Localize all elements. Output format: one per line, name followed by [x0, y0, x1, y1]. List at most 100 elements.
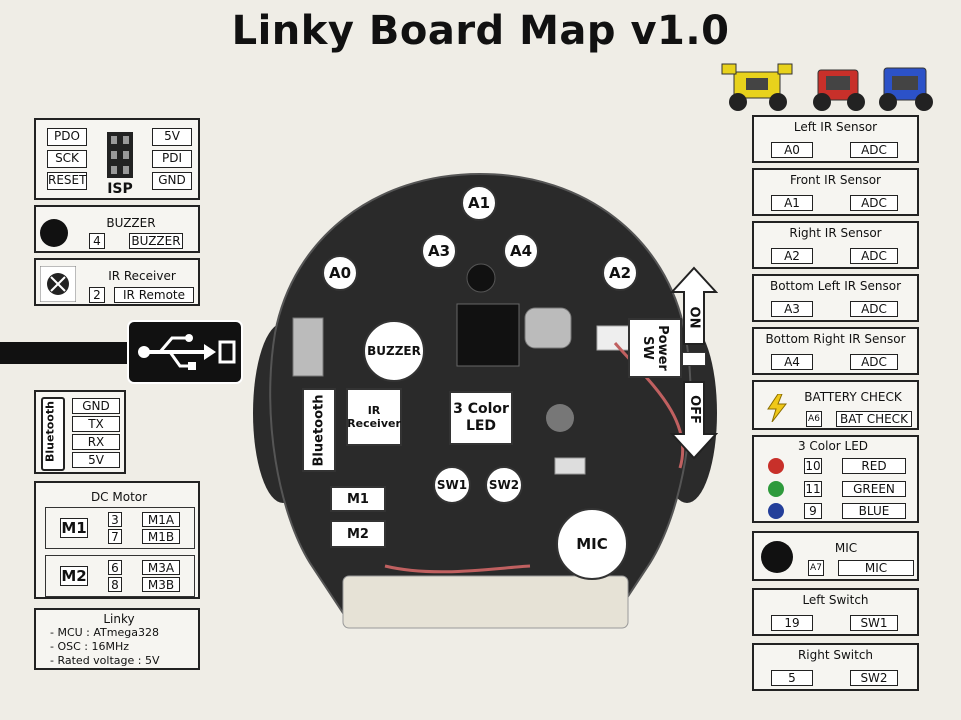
- left-switch-pin: 19: [771, 615, 813, 631]
- board-bluetooth-box: Bluetooth: [302, 388, 336, 472]
- board-buzzer-label: BUZZER: [363, 320, 425, 382]
- board-a1-label: A1: [461, 185, 497, 221]
- crystal: [525, 308, 571, 348]
- buzzer-title: BUZZER: [91, 216, 171, 230]
- battery-pack: [343, 576, 628, 628]
- board-sw2-label: SW2: [485, 466, 523, 504]
- board-mic-label: MIC: [556, 508, 628, 580]
- bluetooth-panel: Bluetooth GND TX RX 5V: [34, 390, 126, 474]
- buzzer-name: BUZZER: [129, 233, 183, 249]
- isp-pin-pdi: PDI: [152, 150, 192, 168]
- board-a3-label: A3: [421, 233, 457, 269]
- sensor-panel-left-ir: Left IR Sensor A0 ADC: [752, 115, 919, 163]
- linky-osc: - OSC : 16MHz: [50, 640, 129, 654]
- motor2-label-a: M3A: [142, 560, 180, 575]
- isp-pin-sck: SCK: [47, 150, 87, 168]
- motor1-pin-b: 7: [108, 529, 122, 544]
- sensor-pin-bottom-right-ir: A4: [771, 354, 813, 370]
- linky-title: Linky: [69, 612, 169, 626]
- isp-pin-gnd: GND: [152, 172, 192, 190]
- sensor-pin-right-ir: A2: [771, 248, 813, 264]
- sensor-title-front-ir: Front IR Sensor: [754, 173, 917, 187]
- right-switch-name: SW2: [850, 670, 898, 686]
- right-switch-pin: 5: [771, 670, 813, 686]
- battery-pin: A6: [806, 411, 822, 427]
- board-m1-label: M1: [330, 486, 386, 512]
- isp-pin-pdo: PDO: [47, 128, 87, 146]
- board-a4-label: A4: [503, 233, 539, 269]
- linky-voltage: - Rated voltage : 5V: [50, 654, 160, 668]
- robot-images: [716, 58, 936, 114]
- motor2-pin-a: 6: [108, 560, 122, 575]
- motor1-group: M1 3 7 M1A M1B: [45, 507, 195, 549]
- sensor-type-right-ir: ADC: [850, 248, 898, 264]
- micro-usb-port: [293, 318, 323, 376]
- blue-robot-icon: [879, 68, 933, 111]
- sensor-panel-front-ir: Front IR Sensor A1 ADC: [752, 168, 919, 216]
- isp-pin-5v: 5V: [152, 128, 192, 146]
- power-connector: [597, 326, 629, 350]
- bluetooth-panel-label: Bluetooth: [44, 398, 57, 466]
- motor2-name: M2: [60, 566, 88, 586]
- off-label: OFF: [687, 395, 702, 424]
- sensor-panel-right-ir: Right IR Sensor A2 ADC: [752, 221, 919, 269]
- red-led-icon: [768, 458, 784, 474]
- right-switch-title: Right Switch: [754, 648, 917, 662]
- sensor-type-bottom-left-ir: ADC: [850, 301, 898, 317]
- sensor-pin-left-ir: A0: [771, 142, 813, 158]
- led-name-blue: BLUE: [842, 503, 906, 519]
- motor1-pin-a: 3: [108, 512, 122, 527]
- off-label-box: OFF: [674, 384, 714, 434]
- buzzer-pin: 4: [89, 233, 105, 249]
- mic-pin: A7: [808, 560, 824, 576]
- on-label-box: ON: [674, 292, 714, 342]
- sensor-title-bottom-left-ir: Bottom Left IR Sensor: [754, 279, 917, 293]
- ir-receiver-panel: IR Receiver 2 IR Remote: [34, 258, 200, 306]
- led-panel: 3 Color LED 10 RED 11 GREEN 9 BLUE: [752, 435, 919, 523]
- led-name-red: RED: [842, 458, 906, 474]
- motor1-name: M1: [60, 518, 88, 538]
- motor1-label-b: M1B: [142, 529, 180, 544]
- red-robot-icon: [813, 70, 865, 111]
- isp-pin-reset: RESET: [47, 172, 87, 190]
- mic-title: MIC: [822, 541, 870, 555]
- lightning-icon: [766, 394, 788, 422]
- blue-led-icon: [768, 503, 784, 519]
- ir-receiver-title: IR Receiver: [92, 269, 192, 283]
- motor2-group: M2 6 8 M3A M3B: [45, 555, 195, 597]
- board-sw1-label: SW1: [433, 466, 471, 504]
- sensor-title-right-ir: Right IR Sensor: [754, 226, 917, 240]
- bluetooth-pin-tx: TX: [72, 416, 120, 432]
- board-bluetooth-label: Bluetooth: [312, 394, 327, 466]
- sensor-pin-bottom-left-ir: A3: [771, 301, 813, 317]
- led-pin-red: 10: [804, 458, 822, 474]
- left-switch-name: SW1: [850, 615, 898, 631]
- motor2-label-b: M3B: [142, 577, 180, 592]
- on-label: ON: [687, 306, 702, 328]
- left-switch-title: Left Switch: [754, 593, 917, 607]
- isp-label: ISP: [102, 181, 138, 197]
- screw: [467, 264, 495, 292]
- led-name-green: GREEN: [842, 481, 906, 497]
- board-ir-receiver-label: IR Receiver: [346, 388, 402, 446]
- led-pin-blue: 9: [804, 503, 822, 519]
- sensor-panel-bottom-left-ir: Bottom Left IR Sensor A3 ADC: [752, 274, 919, 322]
- isp-header-icon: [107, 132, 133, 178]
- mic-name: MIC: [838, 560, 914, 576]
- power-switch-knob: [682, 352, 706, 366]
- board-led-label: 3 Color LED: [449, 391, 513, 445]
- page-title: Linky Board Map v1.0: [0, 8, 961, 54]
- led-pin-green: 11: [804, 481, 822, 497]
- sensor-pin-front-ir: A1: [771, 195, 813, 211]
- sensor-panel-bottom-right-ir: Bottom Right IR Sensor A4 ADC: [752, 327, 919, 375]
- ir-receiver-icon: [40, 266, 76, 302]
- left-switch-panel: Left Switch 19 SW1: [752, 588, 919, 636]
- bluetooth-pin-5v: 5V: [72, 452, 120, 468]
- sensor-type-front-ir: ADC: [850, 195, 898, 211]
- linky-info-panel: Linky - MCU : ATmega328 - OSC : 16MHz - …: [34, 608, 200, 670]
- mcu-chip: [457, 304, 519, 366]
- right-switch-panel: Right Switch 5 SW2: [752, 643, 919, 691]
- usb-icon: [124, 318, 246, 386]
- led-panel-title: 3 Color LED: [778, 439, 888, 453]
- dc-motor-title: DC Motor: [69, 490, 169, 504]
